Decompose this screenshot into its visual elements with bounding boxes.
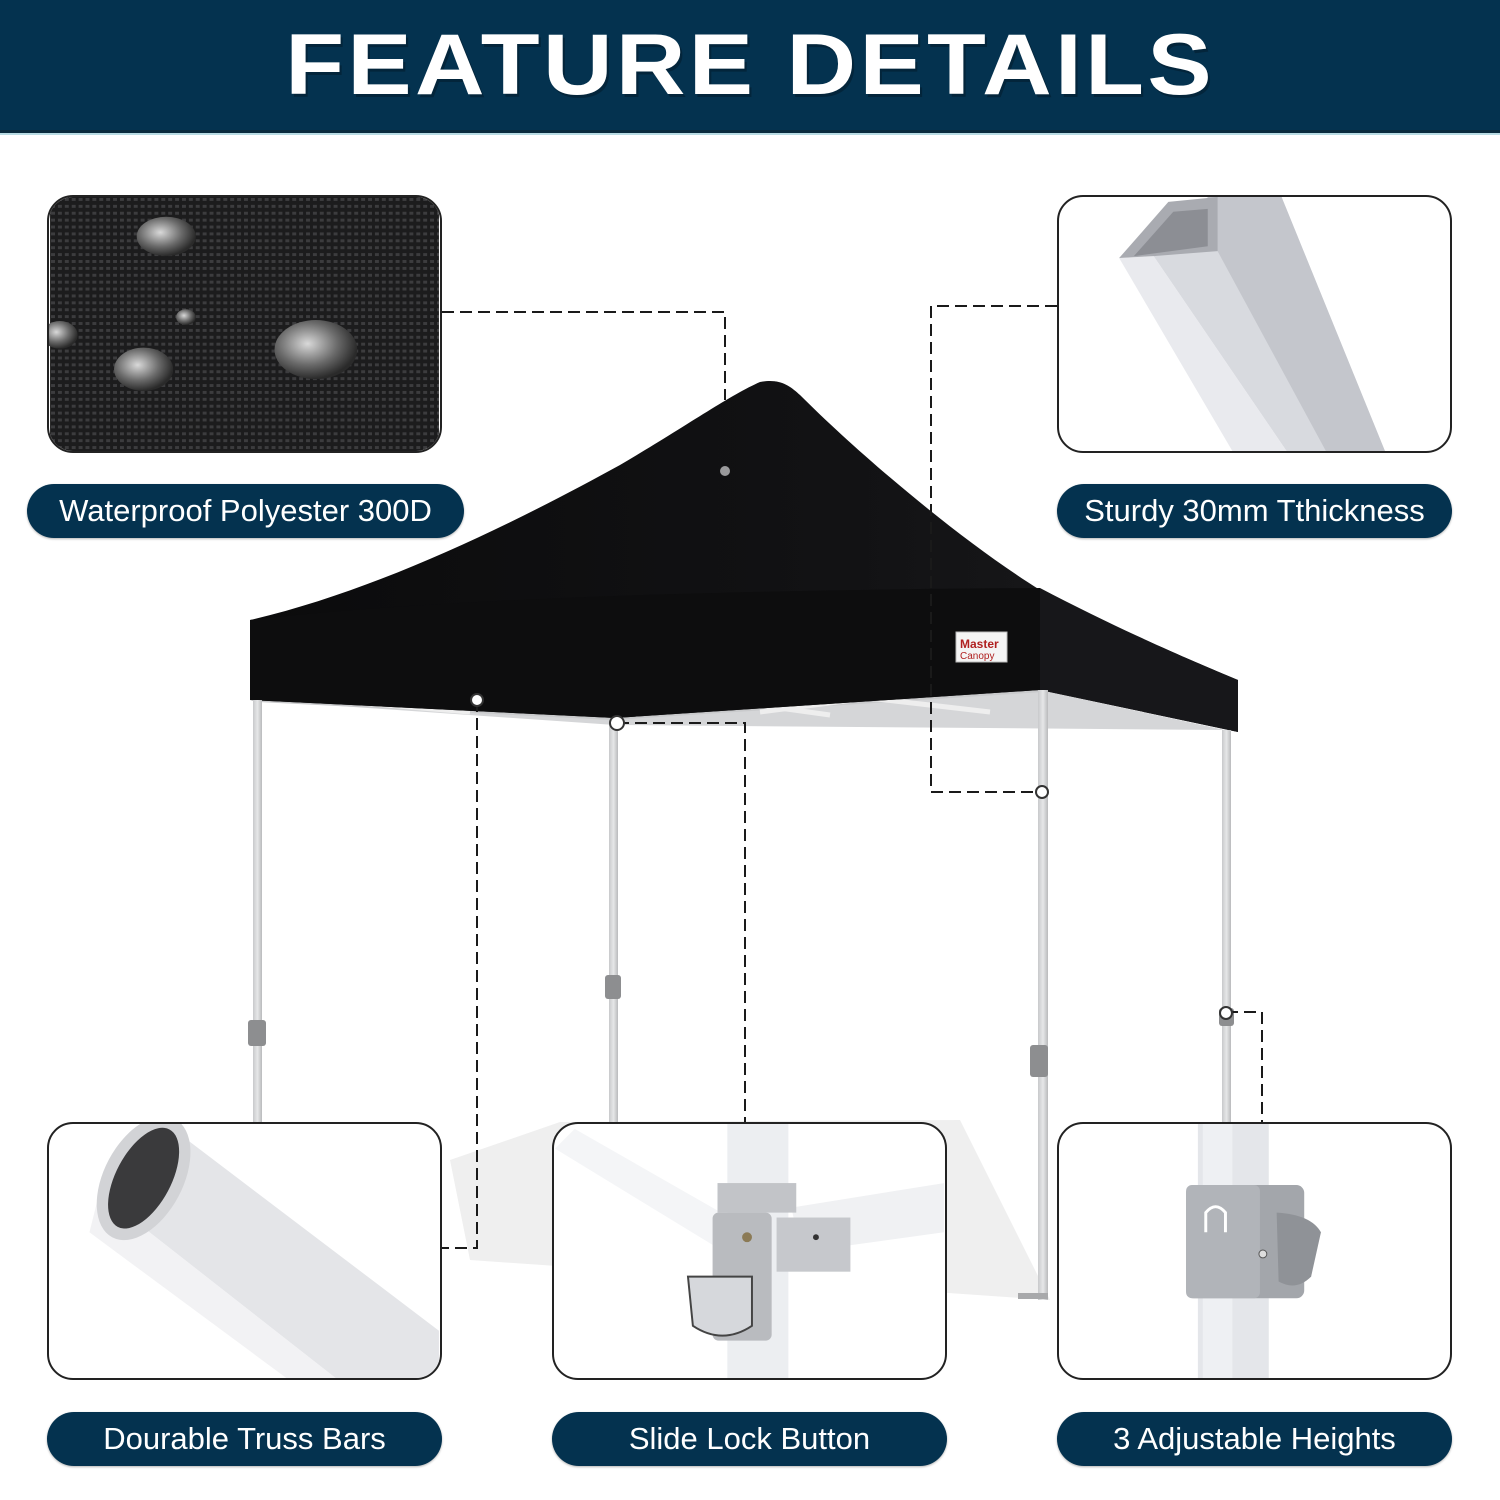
- page-title: FEATURE DETAILS: [285, 16, 1215, 113]
- leg-front-left: [253, 700, 262, 1125]
- vent-dot: [720, 466, 730, 476]
- svg-text:Canopy: Canopy: [960, 651, 994, 662]
- feature-label-truss: Dourable Truss Bars: [47, 1412, 442, 1466]
- feature-panel-fabric: [47, 195, 442, 453]
- height-adjust-button-image: [1186, 1124, 1321, 1378]
- feature-label-heights: 3 Adjustable Heights: [1057, 1412, 1452, 1466]
- brand-tag: Master Canopy: [955, 631, 1008, 663]
- feature-label-fabric: Waterproof Polyester 300D: [27, 484, 464, 538]
- leg-back-right: [1222, 730, 1231, 1125]
- oval-tube-image: [89, 1124, 439, 1378]
- feature-label-thickness: Sturdy 30mm Tthickness: [1057, 484, 1452, 538]
- feature-panel-truss: [47, 1122, 442, 1380]
- feature-panel-heights: [1057, 1122, 1452, 1380]
- svg-text:Master: Master: [960, 637, 999, 651]
- leg-front-right: [1038, 690, 1048, 1300]
- feature-label-lock: Slide Lock Button: [552, 1412, 947, 1466]
- feature-panel-lock: [552, 1122, 947, 1380]
- leg-front-middle: [609, 720, 618, 1125]
- square-tube-image: [1119, 197, 1385, 451]
- header-banner: FEATURE DETAILS: [0, 0, 1500, 135]
- water-droplets-fabric-image: [49, 197, 439, 451]
- feature-panel-thickness: [1057, 195, 1452, 453]
- slide-lock-image: [555, 1124, 944, 1378]
